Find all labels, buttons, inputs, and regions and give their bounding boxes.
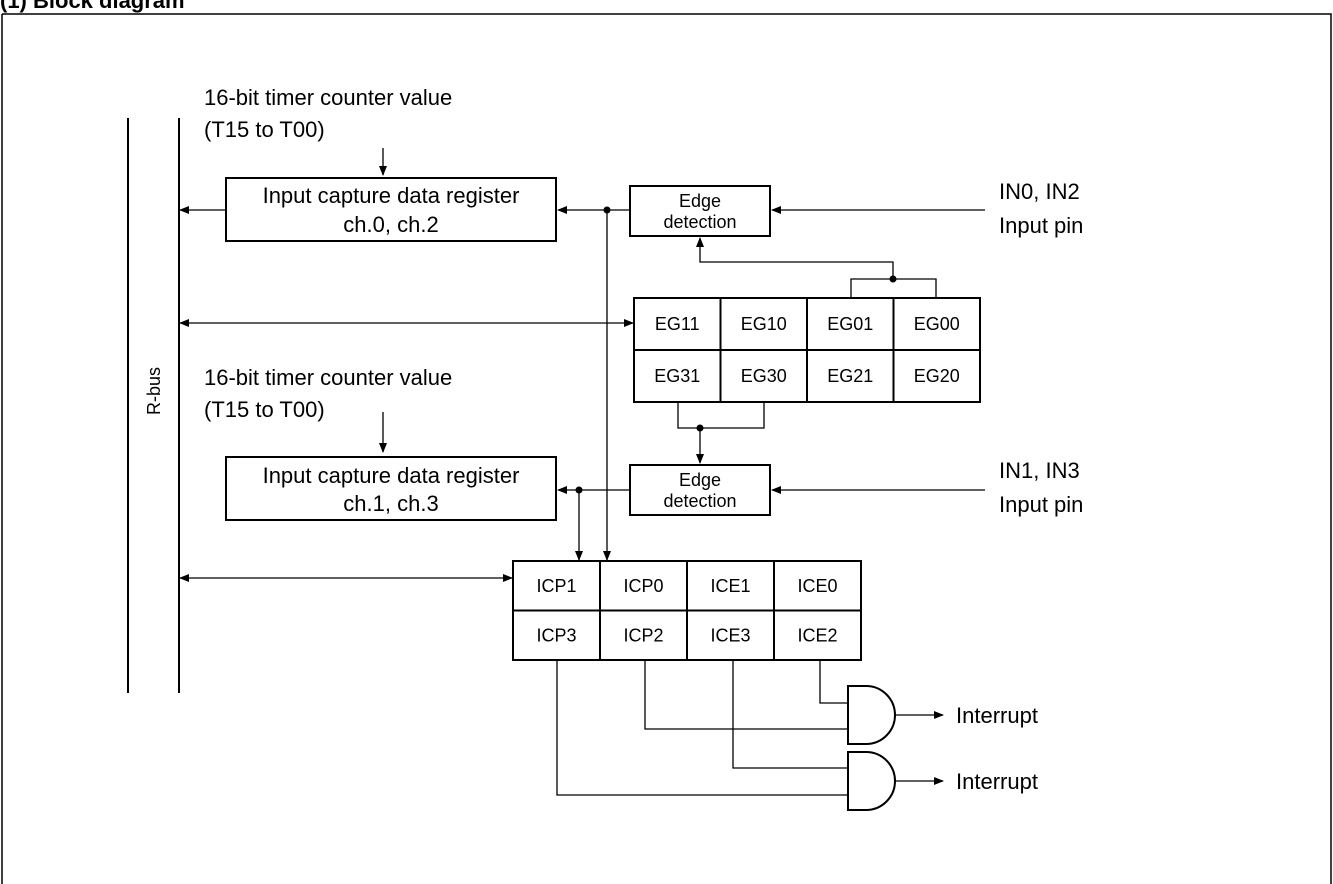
edge-detection-bottom: Edge detection [629, 464, 771, 516]
input-pin-caption: Input pin [999, 213, 1083, 238]
timer-counter-label-line1: 16-bit timer counter value [204, 85, 452, 110]
interrupt-label-1: Interrupt [956, 703, 1038, 728]
input-pin-caption: Input pin [999, 492, 1083, 517]
input-pin-name: IN1, IN3 [999, 458, 1080, 483]
icp-cell-label: ICP0 [623, 576, 663, 596]
eg-cell-eg10: EG10 [719, 297, 808, 351]
icp-cell-icp1: ICP1 [512, 560, 601, 612]
icp-cell-label: ICE2 [797, 625, 837, 645]
icp-cell-label: ICP2 [623, 625, 663, 645]
junction-dot [696, 424, 704, 432]
and-gate-2 [847, 751, 896, 811]
edge-detection-line1: Edge [679, 470, 721, 490]
figure-heading-fragment: (1) Block diagram [0, 0, 185, 13]
icp-cell-icp3: ICP3 [512, 609, 601, 661]
input-pin-in0-in2: IN0, IN2 Input pin [999, 179, 1083, 238]
timer-counter-label-line1: 16-bit timer counter value [204, 365, 452, 390]
figure-frame [1, 13, 1332, 884]
input-pin-in1-in3: IN1, IN3 Input pin [999, 458, 1083, 517]
eg-cell-eg00: EG00 [892, 297, 981, 351]
eg-cell-label: EG31 [654, 366, 700, 386]
input-capture-register-ch0-ch2: Input capture data register ch.0, ch.2 [225, 177, 557, 242]
eg-cell-eg20: EG20 [892, 349, 981, 403]
register-channels: ch.0, ch.2 [343, 212, 438, 237]
edge-detection-line1: Edge [679, 191, 721, 211]
icp-cell-ice3: ICE3 [686, 609, 775, 661]
eg-cell-label: EG00 [914, 314, 960, 334]
icp3-to-gate2-wire [556, 660, 848, 796]
timer-counter-label-top: 16-bit timer counter value (T15 to T00) [204, 85, 452, 142]
junction-dot [889, 275, 897, 283]
register-title: Input capture data register [263, 183, 520, 208]
eg-cell-label: EG30 [741, 366, 787, 386]
eg-cell-label: EG20 [914, 366, 960, 386]
and-gate-1 [847, 685, 896, 745]
icp-cell-label: ICE0 [797, 576, 837, 596]
register-channels: ch.1, ch.3 [343, 491, 438, 516]
eg-cell-eg31: EG31 [633, 349, 722, 403]
interrupt-label-2: Interrupt [956, 769, 1038, 794]
ice2-to-gate1-wire [819, 660, 848, 704]
icp-cell-label: ICP3 [536, 625, 576, 645]
icp-cell-label: ICE3 [710, 625, 750, 645]
edge-detection-top: Edge detection [629, 185, 771, 237]
edge-detection-line2: detection [663, 491, 736, 511]
icp-cell-ice1: ICE1 [686, 560, 775, 612]
eg-cell-eg21: EG21 [806, 349, 895, 403]
input-capture-register-ch1-ch3: Input capture data register ch.1, ch.3 [225, 456, 557, 521]
icp-cell-ice2: ICE2 [773, 609, 862, 661]
eg-cell-eg01: EG01 [806, 297, 895, 351]
r-bus: R-bus [127, 118, 180, 693]
input-pin-name: IN0, IN2 [999, 179, 1080, 204]
icp2-to-gate1-wire [644, 660, 848, 730]
eg-cell-eg30: EG30 [719, 349, 808, 403]
eg-cell-label: EG21 [827, 366, 873, 386]
timer-counter-label-line2: (T15 to T00) [204, 397, 325, 422]
icp-cell-ice0: ICE0 [773, 560, 862, 612]
eg-cell-label: EG11 [655, 314, 700, 334]
eg3-control-wire [677, 402, 765, 429]
icp-cell-icp0: ICP0 [599, 560, 688, 612]
timer-counter-label-line2: (T15 to T00) [204, 117, 325, 142]
register-title: Input capture data register [263, 463, 520, 488]
r-bus-label: R-bus [144, 367, 164, 415]
timer-counter-label-bottom: 16-bit timer counter value (T15 to T00) [204, 365, 452, 422]
edge-detection-line2: detection [663, 212, 736, 232]
icp-cell-label: ICE1 [710, 576, 750, 596]
icp-cell-label: ICP1 [536, 576, 576, 596]
icp-cell-icp2: ICP2 [599, 609, 688, 661]
eg-cell-eg11: EG11 [633, 297, 722, 351]
eg-cell-label: EG10 [741, 314, 787, 334]
ice3-to-gate2-wire [732, 660, 848, 769]
eg-cell-label: EG01 [827, 314, 873, 334]
eg0-to-edge-top-wire [696, 237, 894, 279]
